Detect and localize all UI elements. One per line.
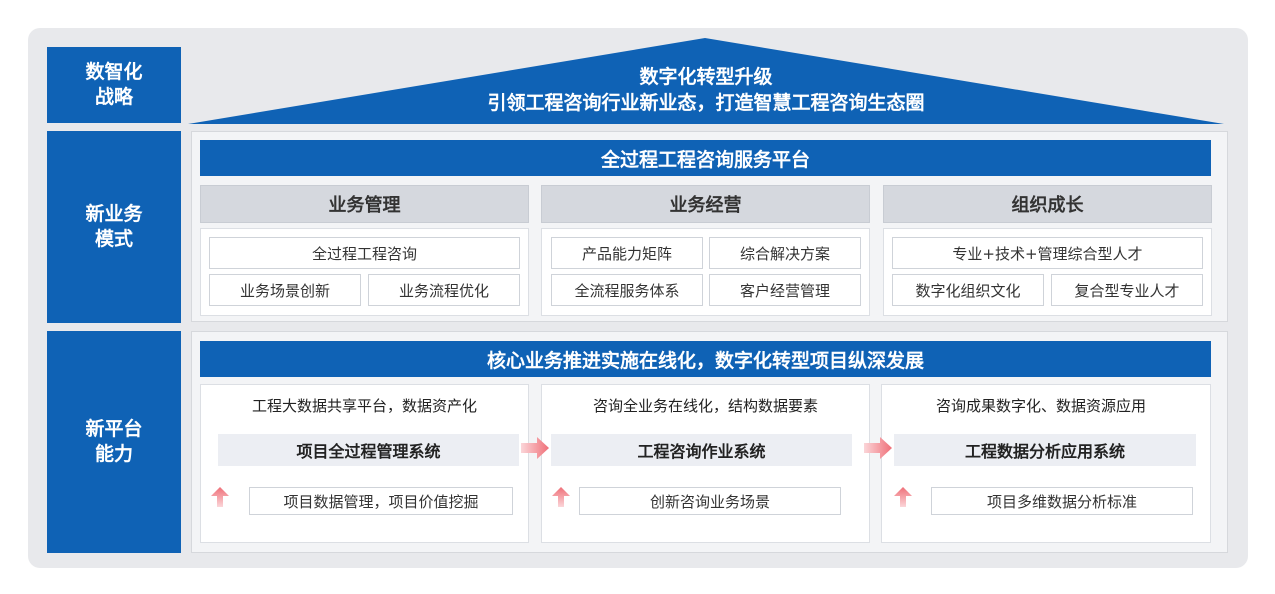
label-platform: 新平台 能力 (47, 331, 181, 553)
cell-service-system: 全流程服务体系 (551, 274, 703, 306)
cell-full-process-consulting: 全过程工程咨询 (209, 237, 520, 269)
platform-1-top-text: 工程大数据共享平台，数据资产化 (251, 397, 477, 415)
roof-title: 数字化转型升级 引领工程咨询行业新业态，打造智慧工程咨询生态圈 (188, 64, 1224, 116)
cell-professional-talent: 复合型专业人才 (1051, 274, 1203, 306)
cell-customer-management: 客户经营管理 (709, 274, 861, 306)
label-platform-line1: 新平台 (85, 418, 143, 440)
label-business-line2: 模式 (94, 228, 133, 250)
column-heading-growth: 组织成长 (883, 185, 1212, 223)
platform-3-top-text: 咨询成果数字化、数据资源应用 (935, 397, 1146, 415)
cell-digital-culture: 数字化组织文化 (892, 274, 1044, 306)
platform-3-bottom: 项目多维数据分析标准 (931, 487, 1193, 515)
roof-triangle (188, 38, 1224, 124)
platform-1-bottom: 项目数据管理，项目价值挖掘 (249, 487, 513, 515)
system-data-analysis: 工程数据分析应用系统 (894, 434, 1196, 466)
up-arrow-icon (211, 487, 229, 507)
cell-solutions: 综合解决方案 (709, 237, 861, 269)
platform-2-top-text: 咨询全业务在线化，结构数据要素 (592, 397, 818, 415)
platform-2-bottom: 创新咨询业务场景 (579, 487, 841, 515)
roof-title-line2: 引领工程咨询行业新业态，打造智慧工程咨询生态圈 (487, 92, 925, 114)
cell-product-matrix: 产品能力矩阵 (551, 237, 703, 269)
system-consulting-operation: 工程咨询作业系统 (551, 434, 852, 466)
roof-title-line1: 数字化转型升级 (639, 66, 773, 88)
column-heading-operation: 业务经营 (541, 185, 870, 223)
cell-process-optimization: 业务流程优化 (368, 274, 520, 306)
label-business: 新业务 模式 (47, 131, 181, 323)
platform-panel-title: 核心业务推进实施在线化，数字化转型项目纵深发展 (200, 341, 1211, 377)
cell-scenario-innovation: 业务场景创新 (209, 274, 361, 306)
business-panel-title: 全过程工程咨询服务平台 (200, 140, 1211, 176)
label-business-line1: 新业务 (85, 203, 143, 225)
system-project-management: 项目全过程管理系统 (218, 434, 519, 466)
cell-composite-talent: 专业+技术+管理综合型人才 (892, 237, 1203, 269)
label-strategy-line2: 战略 (94, 86, 133, 108)
up-arrow-icon (552, 487, 570, 507)
right-arrow-icon (864, 437, 892, 459)
label-strategy: 数智化 战略 (47, 47, 181, 123)
label-platform-line2: 能力 (94, 443, 133, 465)
label-strategy-line1: 数智化 (85, 61, 143, 83)
up-arrow-icon (894, 487, 912, 507)
column-heading-management: 业务管理 (200, 185, 529, 223)
right-arrow-icon (521, 437, 549, 459)
